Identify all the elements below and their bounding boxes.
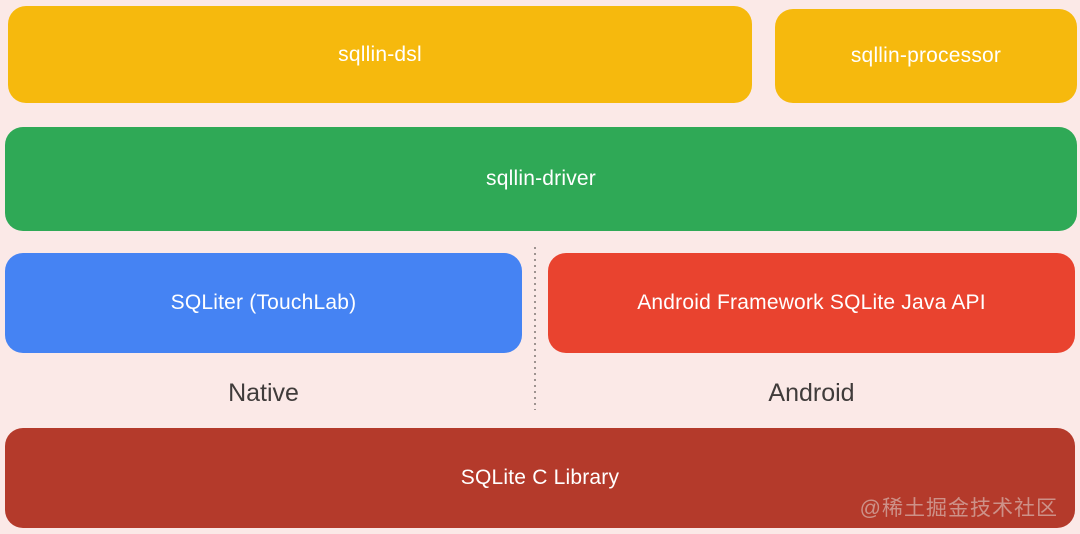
box-sqllin-processor: sqllin-processor [775, 9, 1077, 103]
box-sqllin-processor-label: sqllin-processor [850, 44, 1002, 67]
platform-label-android-text: Android [768, 378, 855, 407]
platform-label-native-text: Native [228, 378, 299, 407]
box-sqllin-dsl-label: sqllin-dsl [338, 42, 422, 66]
platform-label-native: Native [5, 376, 522, 410]
box-sqliter-touchlab-label: SQLiter (TouchLab) [170, 291, 357, 314]
box-sqlite-c-library-label: SQLite C Library [460, 466, 620, 489]
platform-label-android: Android [548, 376, 1075, 410]
watermark-juejin: @稀土掘金技术社区 [859, 497, 1058, 520]
box-android-framework-label: Android Framework SQLite Java API [637, 291, 986, 314]
box-sqliter-touchlab: SQLiter (TouchLab) [5, 253, 522, 353]
platform-divider-dotted-line [534, 247, 536, 410]
box-sqlite-c-library: SQLite C Library [5, 428, 1075, 528]
box-sqllin-driver-label: sqllin-driver [486, 167, 596, 190]
box-sqllin-dsl: sqllin-dsl [8, 6, 752, 103]
box-sqllin-driver: sqllin-driver [5, 127, 1077, 231]
box-android-framework-sqlite-java-api: Android Framework SQLite Java API [548, 253, 1075, 353]
